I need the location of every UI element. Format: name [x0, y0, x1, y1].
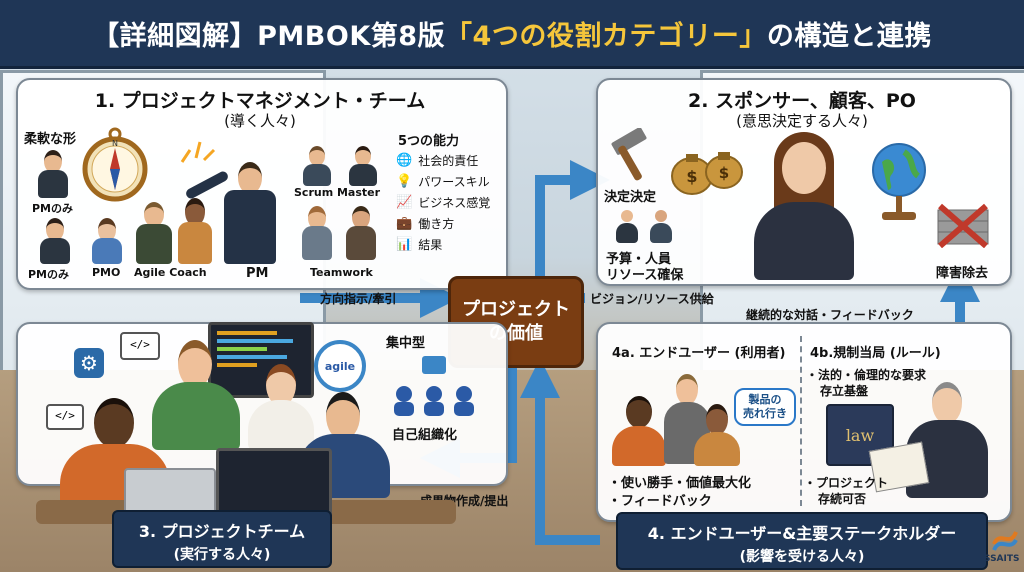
panel4b-point-1b: 存立基盤 — [820, 384, 869, 398]
bubble-line-2: 売れ行き — [743, 407, 787, 420]
lightbulb-icon: 💡 — [396, 174, 413, 189]
code-monitor — [208, 322, 314, 398]
panel4b-point-2: ・プロジェクト — [804, 476, 889, 490]
chart-icon: 📈 — [396, 195, 413, 210]
person-user-2 — [662, 374, 712, 464]
panel4a-point-2: ・フィードバック — [608, 494, 712, 509]
law-text: law — [845, 425, 875, 445]
person-pm-only-1 — [36, 150, 70, 200]
team-network-icon — [394, 356, 474, 416]
bubble-line-1: 製品の — [748, 393, 782, 406]
sales-bubble: 製品の 売れ行き — [734, 388, 796, 426]
decision-label: 決定決定 — [604, 190, 657, 205]
person-user-1 — [610, 396, 668, 466]
panel4a-point-1: ・使い勝手・価値最大化 — [608, 476, 752, 491]
center-line-1: プロジェクト — [462, 299, 570, 320]
panel1-subtitle: (導く人々) — [224, 112, 296, 130]
panel4-subtitle: (影響を受ける人々) — [739, 549, 865, 565]
self-org-label: 自己組織化 — [392, 428, 458, 443]
compass-icon: N — [82, 127, 148, 202]
spark-icon — [180, 141, 216, 163]
panel4-divider — [800, 336, 802, 506]
header-bar — [0, 0, 1024, 69]
code-icon-2: </> — [46, 404, 84, 430]
logo-text: SSAITS — [984, 554, 1020, 564]
title-suffix: の構造と連携 — [766, 20, 932, 52]
gear-icon: ⚙ — [74, 348, 104, 378]
ability-item: 💡パワースキル — [396, 174, 490, 189]
person-woman — [176, 198, 214, 264]
person-user-3 — [692, 404, 742, 466]
hammer-icon — [611, 128, 647, 181]
panel3-title-box: 3. プロジェクトチーム (実行する人々) — [112, 510, 332, 568]
ability-item: 💼働き方 — [396, 216, 455, 231]
ssaits-logo-icon — [992, 531, 1018, 552]
ability-item: 📈ビジネス感覚 — [396, 195, 491, 210]
person-sponsor — [744, 132, 864, 280]
panel4-title-box: 4. エンドユーザー&主要ステークホルダー (影響を受ける人々) — [616, 512, 988, 570]
ability-item: 🌐社会的責任 — [396, 153, 479, 168]
panel4b-point-1: ・法的・倫理的な要求 — [806, 368, 927, 382]
label-direction: 方向指示/牽引 — [320, 292, 397, 306]
abilities-title: 5つの能力 — [398, 134, 460, 149]
page-title: 【詳細図解】PMBOK第8版「4つの役割カテゴリー」の構造と連携 — [0, 0, 1024, 66]
centralized-label: 集中型 — [386, 336, 426, 351]
svg-text:N: N — [112, 139, 118, 148]
flex-label: 柔軟な形 — [24, 132, 77, 147]
person-dev-2 — [148, 340, 244, 450]
panel3-title: 3. プロジェクトチーム — [138, 522, 306, 541]
person-dev-3 — [246, 364, 316, 450]
label-teamwork: Teamwork — [310, 266, 373, 279]
label-pmo: PMO — [92, 266, 121, 279]
person-scrum-1 — [302, 146, 332, 186]
svg-text:$: $ — [686, 167, 697, 186]
panel4-title: 4. エンドユーザー&主要ステークホルダー — [647, 524, 957, 543]
person-resource-2 — [650, 210, 672, 244]
globe-icon: 🌐 — [396, 153, 413, 168]
arrow-deliverable — [520, 358, 600, 545]
project-value-box: プロジェクト の価値 — [448, 276, 584, 368]
person-resource-1 — [616, 210, 638, 244]
panel1-title: 1. プロジェクトマネジメント・チーム — [94, 90, 426, 112]
panel4a-title: 4a. エンドユーザー (利用者) — [612, 346, 786, 361]
label-dialogue: 継続的な対話・フィードバック — [746, 308, 914, 322]
person-agile-coach — [134, 202, 174, 264]
person-scrum-2 — [348, 146, 378, 186]
money-bags-icon: $ $ — [671, 152, 743, 195]
growth-icon: 📊 — [396, 237, 413, 252]
panel4b-title: 4b.規制当局 (ルール) — [810, 346, 941, 361]
label-agile-coach: Agile Coach — [134, 266, 207, 279]
person-pm-only-2 — [38, 218, 72, 264]
obstacle-icon — [937, 203, 989, 248]
budget-label-2: リソース確保 — [606, 268, 684, 283]
person-team-1 — [300, 206, 334, 260]
briefcase-icon: 💼 — [396, 216, 413, 231]
abilities-list: 🌐社会的責任 💡パワースキル 📈ビジネス感覚 💼働き方 📊結果 — [396, 150, 502, 255]
label-pm: PM — [246, 266, 269, 281]
ability-item: 📊結果 — [396, 237, 443, 252]
svg-text:$: $ — [719, 164, 729, 182]
title-highlight: 「4つの役割カテゴリー」 — [445, 20, 767, 52]
label-pm-only-1: PMのみ — [32, 202, 74, 215]
agile-text: agile — [324, 359, 356, 373]
obstacle-label: 障害除去 — [936, 266, 989, 281]
label-pm-only-2: PMのみ — [28, 268, 70, 281]
person-pm — [184, 162, 280, 264]
laptop-1 — [124, 468, 216, 518]
panel2-title: 2. スポンサー、顧客、PO — [688, 90, 916, 112]
globe-icon — [872, 143, 926, 220]
code-icon: </> — [120, 332, 160, 360]
panel2-subtitle: (意思決定する人々) — [736, 112, 868, 130]
agile-badge: agile — [314, 340, 366, 392]
title-prefix: 【詳細図解】PMBOK第8版 — [92, 20, 446, 52]
panel3-subtitle: (実行する人々) — [173, 547, 271, 563]
person-pmo — [90, 218, 124, 264]
label-scrum-master: Scrum Master — [294, 186, 381, 199]
label-vision: ビジョン/リソース供給 — [590, 292, 714, 306]
person-team-2 — [344, 206, 378, 260]
budget-label-1: 予算・人員 — [606, 252, 672, 267]
panel4b-point-2b: 存続可否 — [818, 492, 867, 506]
